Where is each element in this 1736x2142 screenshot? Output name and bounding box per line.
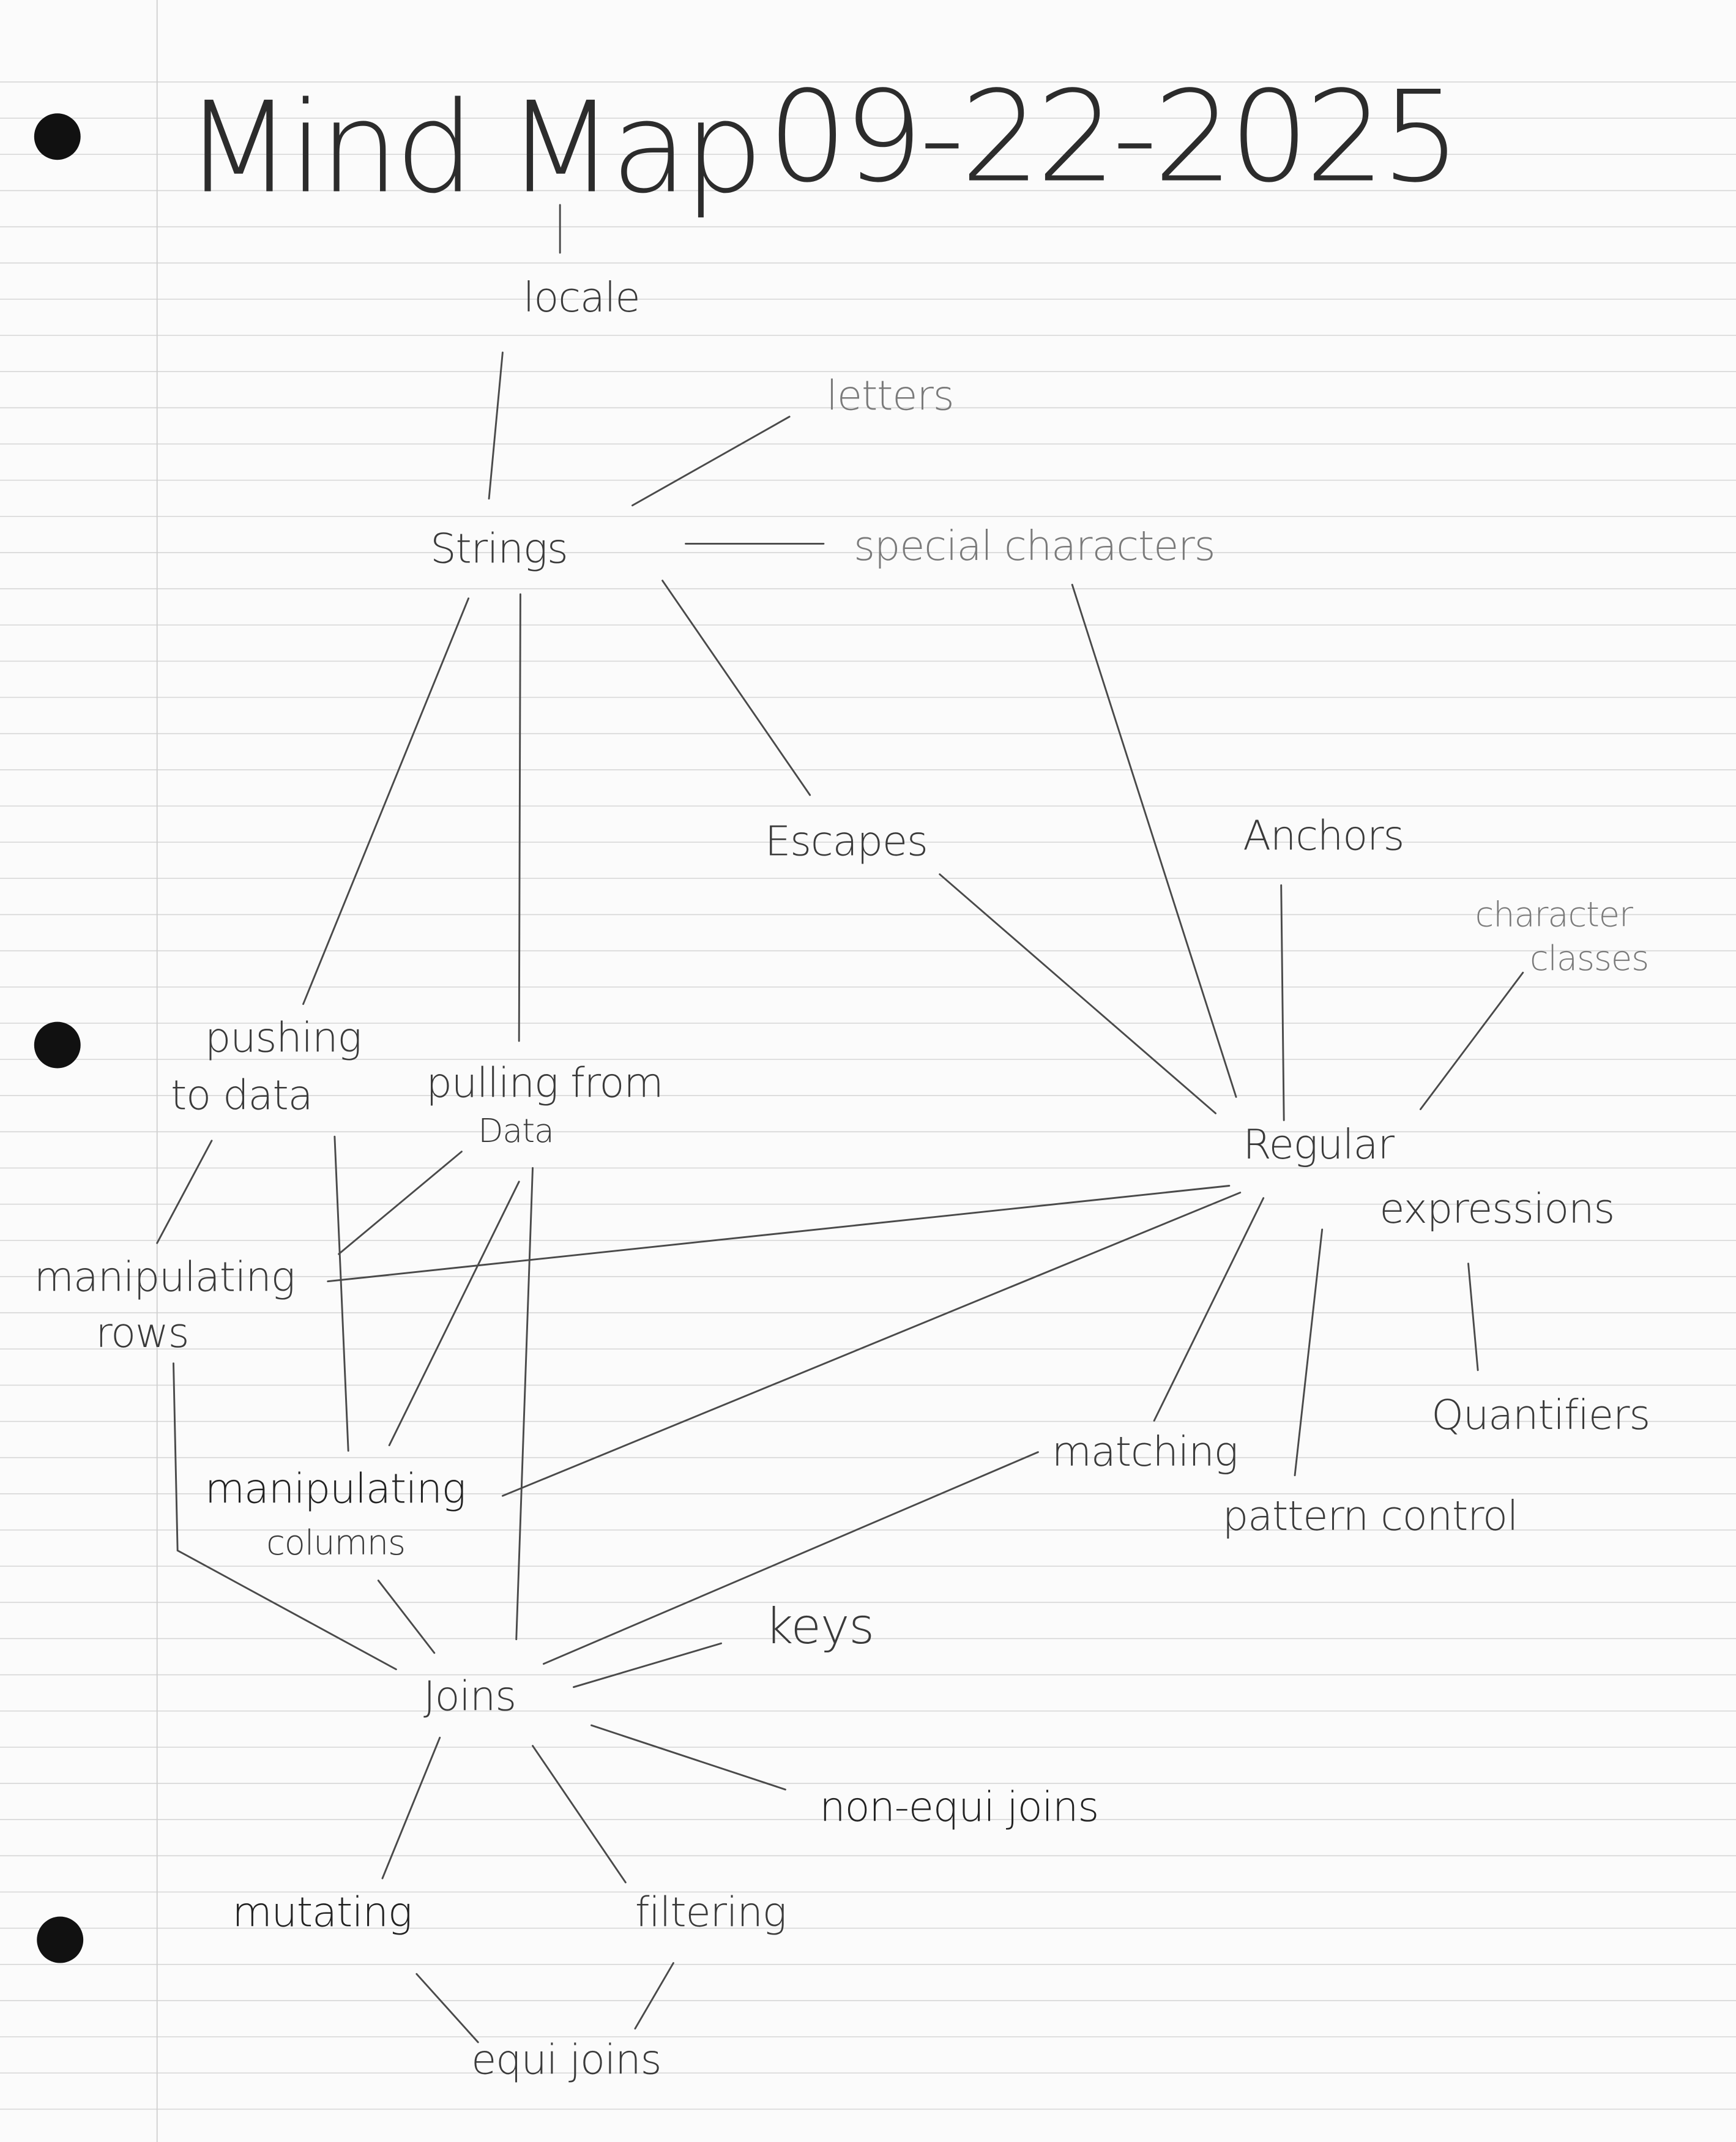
edge-classes-regex (1419, 971, 1524, 1110)
edge-keys-joins (573, 1642, 723, 1689)
node-pushing-to-data-line2: to data (171, 1071, 313, 1119)
node-mutating: mutating (232, 1888, 411, 1936)
edge-pushing-rows (156, 1140, 213, 1244)
node-anchors: Anchors (1243, 812, 1404, 859)
node-quantifiers: Quantifiers (1431, 1391, 1650, 1439)
node-non-equi-joins: non-equi joins (819, 1783, 1098, 1830)
edge-pulling-columns (388, 1181, 520, 1447)
edge-strings-escapes (661, 580, 811, 796)
node-character-classes-line2: classes (1530, 939, 1648, 979)
edge-columns-joins (377, 1580, 436, 1654)
edge-strings-pulling (518, 593, 521, 1042)
edge-pulling-rows (338, 1151, 463, 1255)
node-pulling-from-data: pulling from (426, 1059, 663, 1106)
node-keys: keys (765, 1597, 874, 1655)
node-strings: Strings (430, 525, 568, 573)
edge-escapes-regex (939, 873, 1217, 1114)
node-joins: Joins (423, 1673, 516, 1720)
edge-letters-strings (631, 416, 791, 507)
edge-regex-pattern (1294, 1228, 1324, 1477)
page-date: 09-22-2025 (767, 64, 1456, 211)
node-manipulating-columns-line2: columns (266, 1523, 405, 1563)
node-character-classes: character (1475, 895, 1633, 935)
node-filtering: filtering (635, 1888, 786, 1936)
page-title: Mind Map (184, 75, 759, 222)
node-regular-expressions-line2: expressions (1379, 1185, 1614, 1233)
edge-joins-nonequi (590, 1724, 786, 1791)
node-escapes: Escapes (765, 817, 928, 865)
edge-joins-mutating (381, 1736, 441, 1879)
edge-strings-pushing (302, 597, 470, 1006)
edge-special-regex (1071, 583, 1237, 1098)
punch-hole (34, 1021, 81, 1069)
edge-mutating-equi (415, 1972, 479, 2043)
node-manipulating-rows: manipulating (34, 1253, 295, 1300)
node-equi-joins: equi joins (471, 2036, 661, 2083)
punch-hole (34, 113, 81, 160)
edge-pushing-columns (333, 1135, 349, 1452)
node-manipulating-rows-line2: rows (95, 1309, 188, 1357)
edge-anchors-regex (1280, 884, 1285, 1121)
edge-locale-strings (488, 351, 504, 500)
node-special-characters: special characters (854, 522, 1215, 570)
node-locale: locale (523, 274, 640, 321)
edge-columns-regex (501, 1192, 1242, 1497)
node-regular-expressions: Regular (1243, 1121, 1395, 1168)
edge-joins-filtering (532, 1745, 627, 1884)
node-matching: matching (1052, 1428, 1238, 1476)
node-pulling-from-data-line2: Data (478, 1111, 553, 1150)
node-pattern-control: pattern control (1223, 1492, 1518, 1540)
edge-rows-joins (173, 1362, 397, 1671)
edge-rows-regex (327, 1185, 1231, 1283)
edge-regex-quantifiers (1467, 1263, 1479, 1371)
ruled-lines (0, 81, 1736, 2110)
node-letters: letters (826, 372, 953, 420)
node-pushing-to-data: pushing (205, 1014, 362, 1062)
edge-matching-joins (542, 1451, 1039, 1665)
edge-regex-matching (1153, 1197, 1265, 1422)
node-manipulating-columns: manipulating (205, 1465, 466, 1512)
edges (156, 204, 1524, 2043)
edge-filtering-equi (634, 1962, 674, 2030)
edge-pulling-joins (515, 1167, 534, 1641)
punch-hole (37, 1916, 84, 1963)
